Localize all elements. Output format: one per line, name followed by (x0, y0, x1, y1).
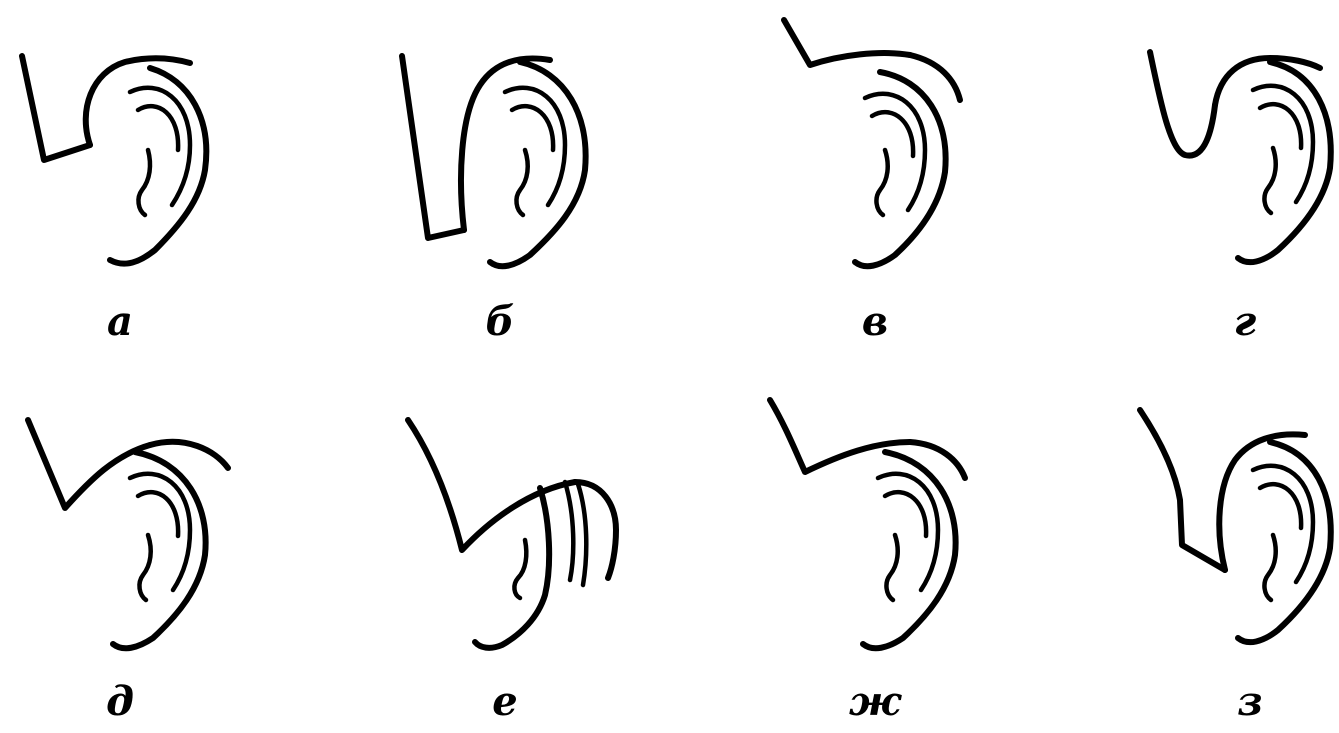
head-profile-line (22, 56, 90, 160)
ear-antihelix-inner (578, 484, 586, 585)
ear-tragus (139, 535, 150, 600)
panel-label: д (106, 678, 134, 725)
ear-helix-outline (475, 488, 549, 648)
panel-label: е (492, 678, 517, 725)
panel-v: в (784, 20, 960, 345)
ear-helix-outline (855, 72, 946, 266)
ear-antihelix-inner (1260, 104, 1301, 148)
panel-b: б (402, 56, 586, 345)
ear-tragus (138, 150, 150, 215)
ear-tragus (516, 150, 527, 215)
ear-outer-curve (110, 68, 206, 264)
panel-label: з (1237, 678, 1263, 725)
panel-e: е (408, 420, 616, 725)
ear-antihelix-inner (138, 492, 178, 536)
ear-antihelix-inner (512, 106, 553, 150)
head-profile-line (770, 400, 910, 472)
ear-tragus (514, 540, 526, 598)
ear-antihelix-inner (138, 106, 178, 150)
head-profile-line (1140, 410, 1225, 570)
head-profile-line (402, 56, 464, 238)
ear-antihelix (865, 94, 925, 210)
ear-outer-curve (1238, 442, 1331, 642)
ear-antihelix (878, 474, 938, 590)
head-profile-line (28, 420, 150, 508)
ear-helix-outline (863, 452, 956, 648)
panel-label: б (486, 298, 515, 345)
ear-tragus (1264, 148, 1275, 213)
ear-outer-curve (1238, 62, 1331, 262)
ear-tragus (1264, 535, 1275, 600)
ear-antihelix (130, 474, 190, 590)
ear-antihelix-inner (885, 492, 926, 536)
panel-g: г (1150, 52, 1331, 345)
head-profile-line (784, 20, 910, 65)
ear-antihelix (1253, 466, 1313, 582)
ear-antihelix (130, 88, 190, 205)
ear-tragus (876, 150, 887, 215)
ear-tragus (886, 535, 897, 600)
panel-label: г (1234, 298, 1257, 345)
ear-antihelix-inner (1260, 484, 1301, 528)
ear-antihelix-inner (872, 112, 913, 156)
panel-a: а (22, 56, 206, 345)
panel-z: з (1140, 410, 1331, 725)
ear-outer-curve (910, 442, 965, 478)
panel-label: ж (849, 678, 902, 725)
ear-antihelix (505, 88, 565, 205)
ear-helix-outline (113, 452, 206, 648)
ear-helix-outline (461, 58, 550, 230)
panel-label: в (862, 298, 888, 345)
panel-d: д (28, 420, 228, 725)
panel-zh: ж (770, 400, 965, 725)
ear-antihelix (1253, 86, 1313, 202)
ear-antihelix (565, 482, 573, 580)
panel-label: а (107, 298, 133, 345)
head-profile-line (1150, 52, 1215, 156)
ear-helix-outline (1219, 434, 1305, 570)
